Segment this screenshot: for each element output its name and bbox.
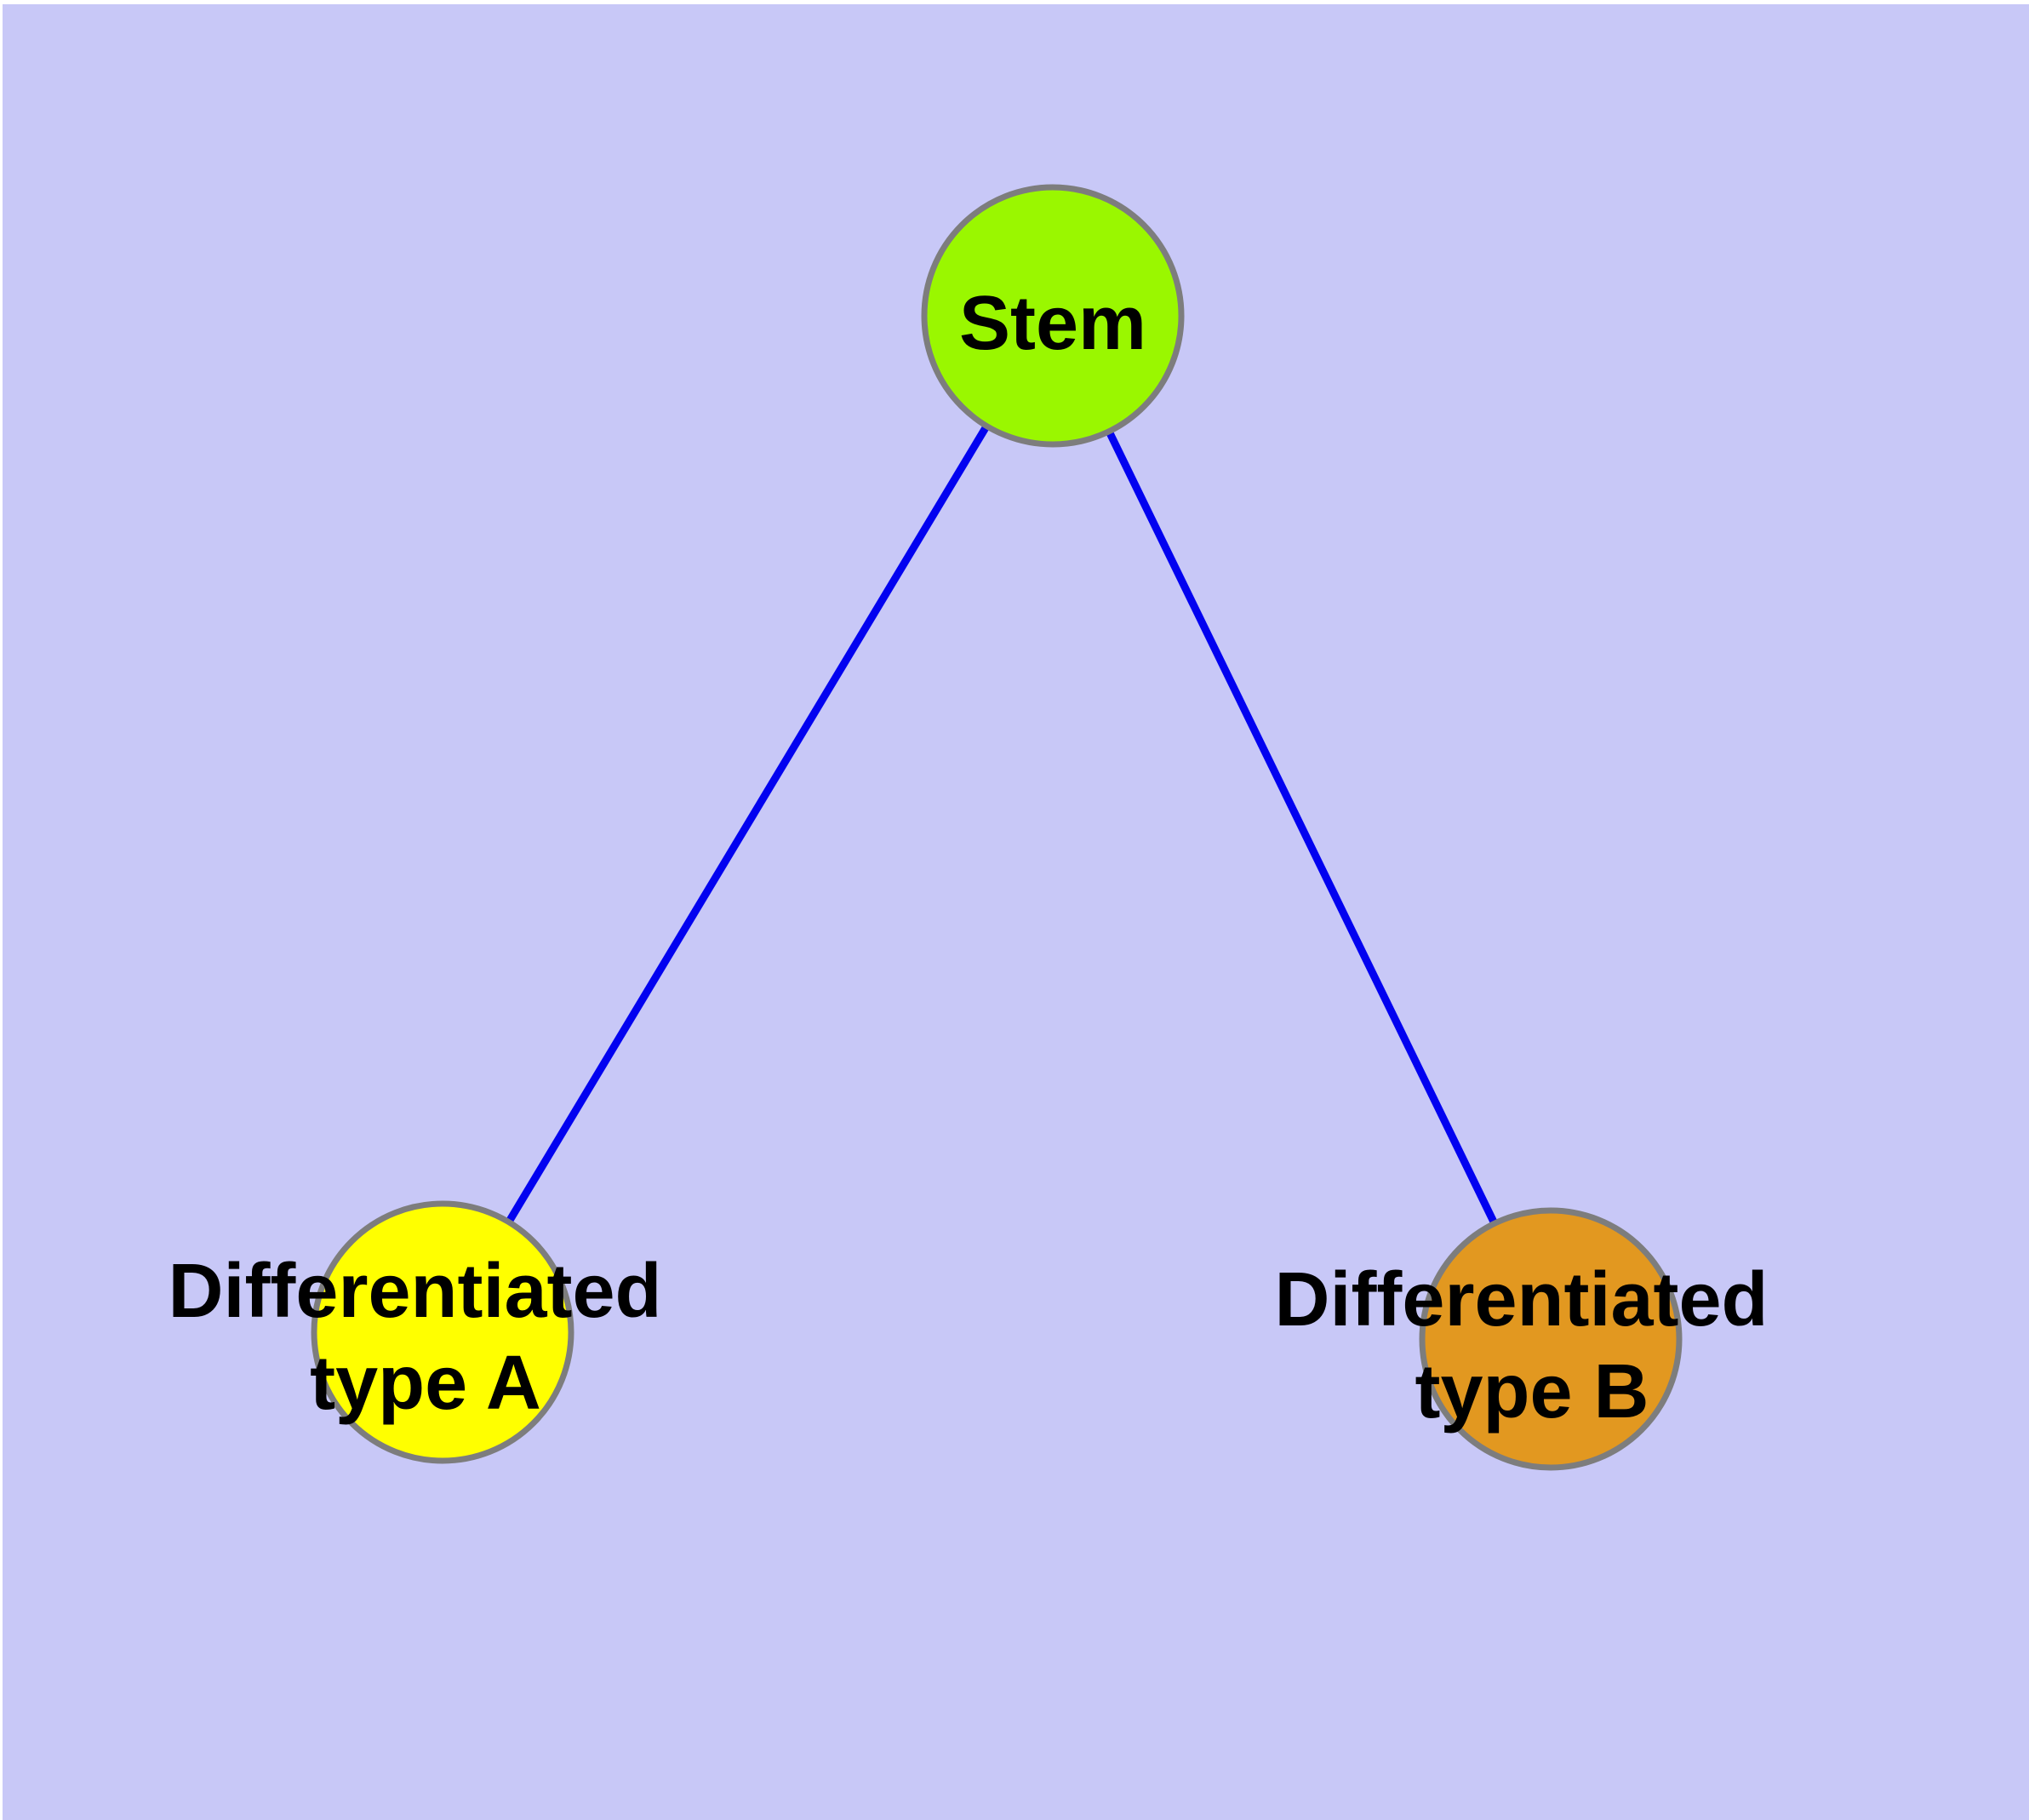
node-type-b-label-line2: type B [1415,1349,1649,1434]
node-type-a-label: Differentiated type A [168,1249,683,1426]
node-type-a-label-line2: type A [310,1341,541,1426]
node-differentiated-type-a: Differentiated type A [168,1200,683,1464]
node-stem-circle [921,184,1185,448]
node-type-b-label: Differentiated type B [1274,1257,1789,1434]
edge-stem-to-type-a [439,313,1056,1335]
node-type-b-label-line1: Differentiated [1274,1257,1768,1342]
node-type-a-circle [311,1200,574,1464]
node-type-a-label-line1: Differentiated [168,1249,661,1334]
node-differentiated-type-b: Differentiated type B [1274,1207,1789,1471]
edge-stem-to-type-b [1049,314,1555,1341]
node-stem: Stem [921,184,1185,448]
node-stem-label: Stem [959,281,1146,366]
node-type-b-circle [1419,1207,1683,1471]
